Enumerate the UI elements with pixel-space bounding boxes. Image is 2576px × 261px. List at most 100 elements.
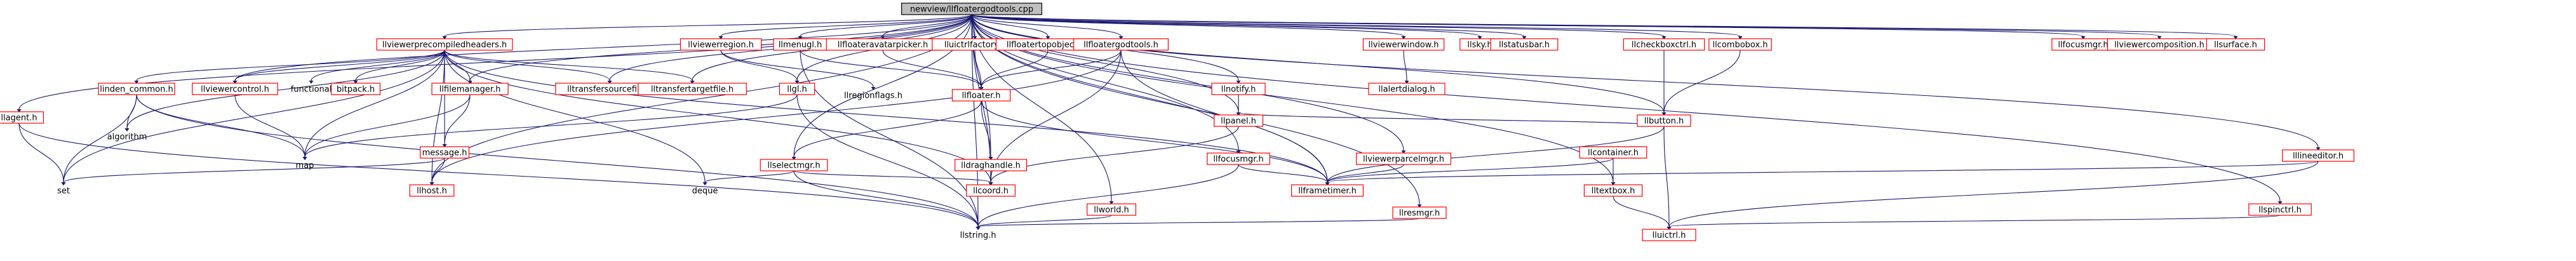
edge-llviewerprecompiledheaders-to-set [63,50,445,183]
node-label: llcombobox.h [1712,41,1768,50]
node-message[interactable]: message.h [419,146,469,159]
graph-edges [17,14,2321,230]
node-llcontainer[interactable]: llcontainer.h [1579,146,1647,159]
node-llfocusmgr[interactable]: llfocusmgr.h [1207,152,1270,165]
node-box [760,159,828,171]
node-box [638,83,747,95]
edge-root-to-llstatusbar [971,14,1525,37]
node-llviewerregion[interactable]: llviewerregion.h [680,38,762,51]
node-llresmgr[interactable]: llresmgr.h [1392,206,1447,219]
node-bitpack[interactable]: bitpack.h [330,83,380,95]
node-llnotify[interactable]: llnotify.h [1211,83,1266,95]
node-lltransfersourcefile[interactable]: lltransfersourcefile.h [555,83,664,95]
node-lldraghandle[interactable]: lldraghandle.h [954,159,1027,171]
node-llspinctrl[interactable]: llspinctrl.h [2248,203,2312,216]
node-llmenugl[interactable]: llmenugl.h [773,38,828,51]
edge-llgl-to-map [304,94,798,157]
node-root[interactable]: newview/llfloatergodtools.cpp [901,3,1042,15]
edge-lluictrlfactory-to-llfloater [974,50,982,88]
edge-arrowhead [1325,182,1330,185]
node-label: newview/llfloatergodtools.cpp [910,5,1033,15]
node-llpanel[interactable]: llpanel.h [1213,114,1263,127]
node-label: lltextbox.h [1592,187,1635,196]
node-box [1073,38,1169,51]
edge-arrowhead [2157,36,2162,39]
node-label: bitpack.h [337,85,375,95]
node-box [192,83,278,95]
node-label: set [57,187,70,196]
node-llselectmgr[interactable]: llselectmgr.h [760,159,828,171]
node-llcheckboxctrl[interactable]: llcheckboxctrl.h [1623,38,1705,51]
edge-llviewerregion-to-llregionflags [720,50,874,88]
edge-llfloatergodtools-to-llhost [431,50,1122,183]
node-label: llframetimer.h [1298,187,1357,196]
node-llfocusmgr-top[interactable]: llfocusmgr.h [2051,38,2115,51]
edge-llfloater-to-llframetimer [981,100,1328,183]
node-lltextbox[interactable]: lltextbox.h [1583,184,1643,197]
edge-llfloatergodtools-to-llfloater [981,50,1122,88]
node-label: llcontainer.h [1588,149,1639,158]
node-lluictrlbottom[interactable]: lluictrl.h [1642,229,1696,241]
edge-root-to-llfocusmgr [971,14,1239,151]
edge-llviewerparcelmgr-to-llframetimer [1327,164,1404,183]
edge-arrowhead [976,227,981,230]
edge-arrowhead [2233,36,2238,39]
node-llsky[interactable]: llsky.h [1459,38,1500,51]
node-llcoord[interactable]: llcoord.h [965,184,1016,197]
node-label: llcheckboxctrl.h [1632,41,1696,50]
node-label: llfloatertopobjects.h [1007,41,1089,50]
node-box [1642,229,1696,241]
node-llviewercontrol[interactable]: llviewercontrol.h [192,83,278,95]
node-label: llgl.h [787,85,807,95]
node-llviewerparcelmgr[interactable]: llviewerparcelmgr.h [1356,152,1452,165]
node-llfloater[interactable]: llfloater.h [951,89,1011,102]
edge-arrowhead [232,81,238,84]
edge-llviewerprecompiledheaders-to-llviewercontrol [234,50,445,81]
node-llsurface[interactable]: llsurface.h [2206,38,2265,51]
node-label: llagent.h [1,114,37,123]
edge-root-to-llpanel [971,14,1239,113]
node-box [1211,83,1266,95]
edge-lltextbox-to-lluictrlbottom [1613,196,1670,227]
node-llbutton[interactable]: llbutton.h [1637,114,1691,127]
node-llfloateravatarpicker[interactable]: llfloateravatarpicker.h [826,38,940,51]
node-llgl[interactable]: llgl.h [779,83,815,95]
edge-llmenugl-to-llfloater [800,50,982,88]
node-label: llviewerprecompiledheaders.h [382,41,507,50]
node-linden-common[interactable]: linden_common.h [98,83,175,95]
edge-arrowhead [791,157,796,160]
edge-llviewerprecompiledheaders-to-llhost [431,50,445,183]
node-llhost[interactable]: llhost.h [409,184,455,197]
edge-arrowhead [1738,36,1743,39]
node-label: deque [692,187,718,196]
node-llframetimer[interactable]: llframetimer.h [1291,184,1364,197]
edge-arrowhead [988,157,993,160]
node-llfloatergodtools[interactable]: llfloatergodtools.h [1073,38,1169,51]
node-label: llnotify.h [1221,85,1256,95]
edge-llfloater-to-lldraghandle [981,100,991,157]
node-llcombobox[interactable]: llcombobox.h [1708,38,1772,51]
edge-root-to-llfloateravatarpicker [882,14,972,37]
node-llagent[interactable]: llagent.h [0,111,44,124]
edge-llcombobox-to-llbutton [1663,50,1741,113]
edge-arrowhead [690,81,695,84]
node-algorithm: algorithm [107,133,147,142]
edge-llviewercontrol-to-map [234,94,305,157]
edge-arrowhead [718,36,723,39]
node-llviewercomposition[interactable]: llviewercomposition.h [2107,38,2212,51]
node-label: lltransfersourcefile.h [567,85,652,95]
node-label: llworld.h [1094,206,1129,215]
node-llfilemanager[interactable]: llfilemanager.h [431,83,509,95]
node-lllineeditor[interactable]: lllineeditor.h [2282,149,2355,162]
node-label: lluictrlfactory.h [944,41,1006,50]
node-llviewerprecompiledheaders[interactable]: llviewerprecompiledheaders.h [376,38,513,51]
node-lltransfertargetfile[interactable]: lltransfertargetfile.h [638,83,747,95]
edge-llbutton-to-llframetimer [1327,126,1665,183]
node-llviewerwindow[interactable]: llviewerwindow.h [1362,38,1445,51]
node-label: llalertdialog.h [1378,85,1435,95]
node-box [954,159,1027,171]
node-llworld[interactable]: llworld.h [1086,203,1136,216]
node-box [1213,114,1263,127]
node-llstatusbar[interactable]: llstatusbar.h [1490,38,1559,51]
node-llalertdialog[interactable]: llalertdialog.h [1368,83,1446,95]
